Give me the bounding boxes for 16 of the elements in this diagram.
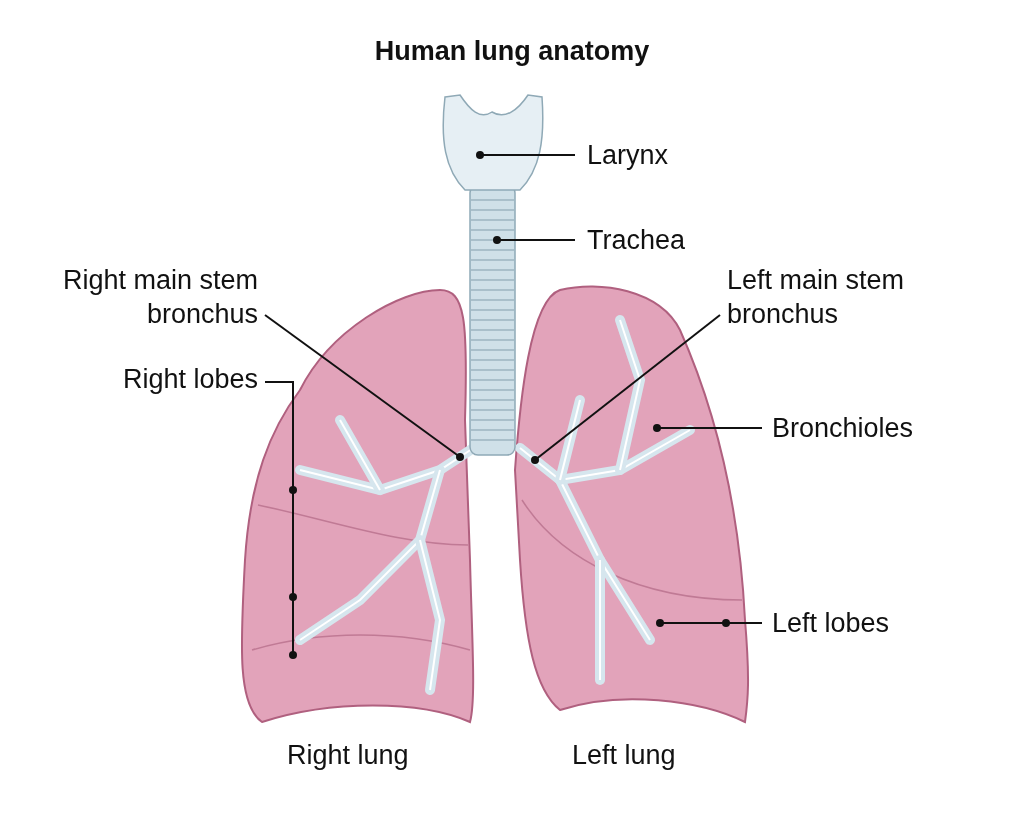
- leader-line: [264, 314, 464, 461]
- leader-line: [476, 151, 576, 159]
- part-label: Left main stem bronchus: [727, 263, 957, 331]
- leader-line: [493, 236, 576, 244]
- part-label: Trachea: [587, 223, 686, 257]
- part-label: Left lobes: [772, 606, 890, 640]
- part-label: Right main stem bronchus: [28, 263, 258, 331]
- leader-line: [653, 424, 763, 432]
- part-label: Bronchioles: [772, 411, 914, 445]
- part-label: Larynx: [587, 138, 669, 172]
- leader-line: [264, 381, 297, 659]
- leader-line: [531, 314, 721, 464]
- diagram-title: Human lung anatomy: [373, 36, 651, 67]
- part-label: Right lobes: [122, 362, 258, 396]
- lung-caption: Right lung: [287, 739, 409, 772]
- lung-caption: Left lung: [572, 739, 676, 772]
